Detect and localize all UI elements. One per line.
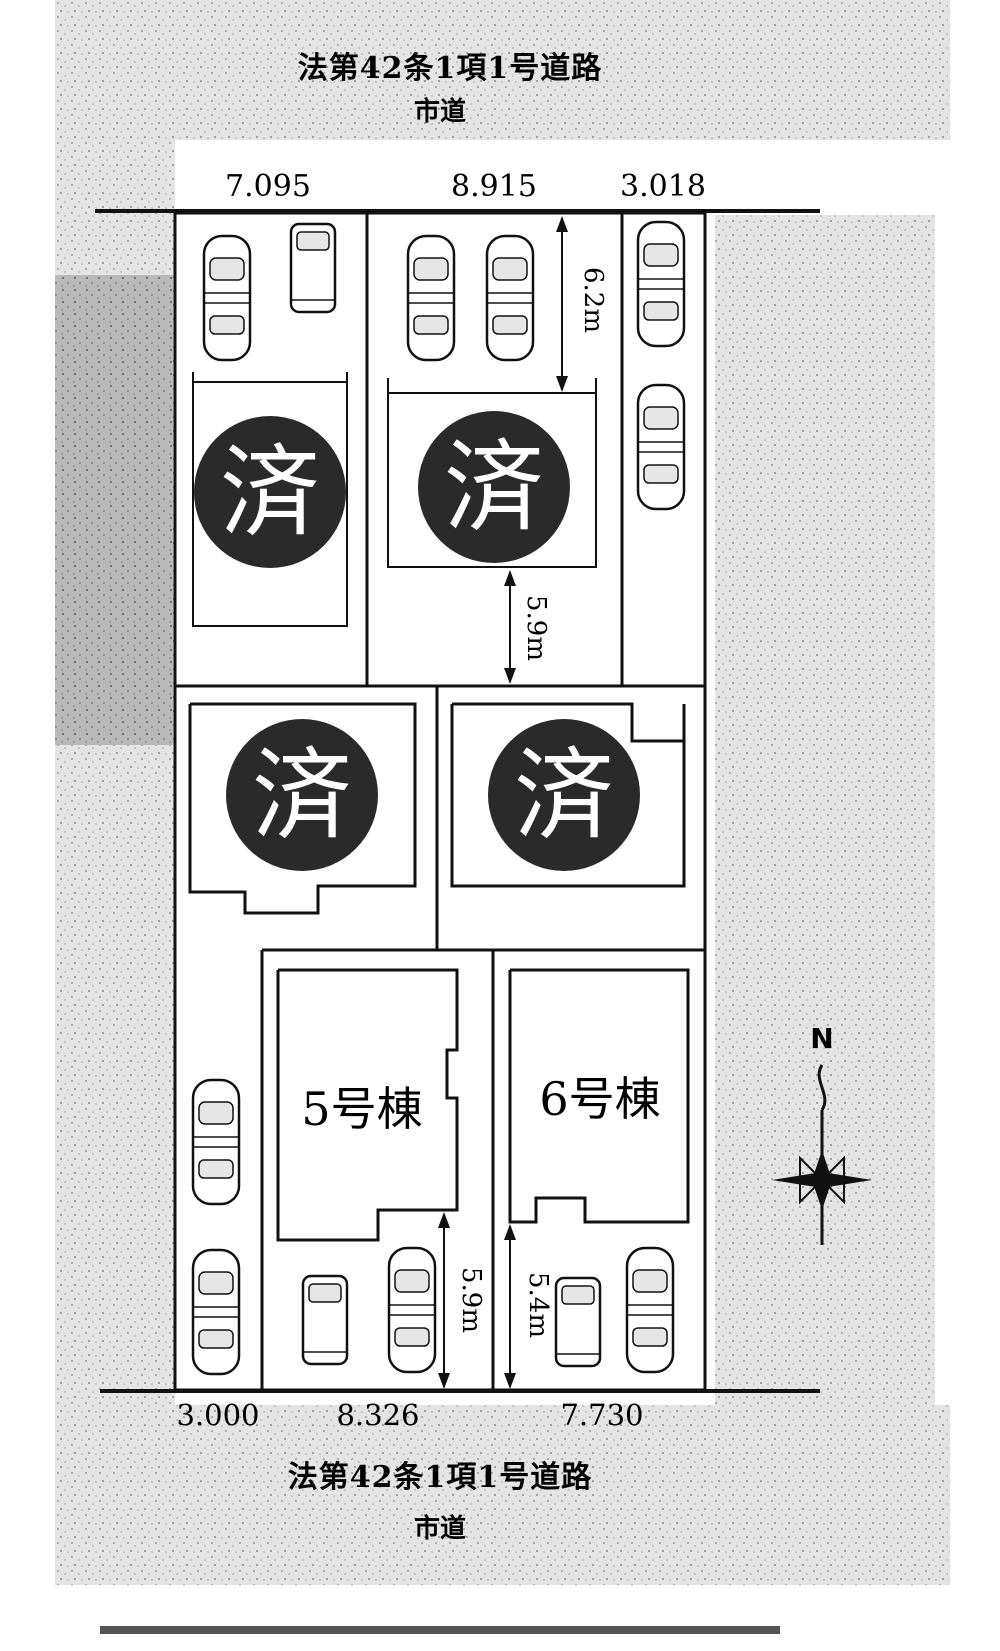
lot-2-sold: 済 6.2m 5.9m [387, 216, 608, 684]
car-icon [191, 1248, 241, 1376]
car-icon [289, 222, 337, 314]
lot-6-label: 6号棟 [539, 1072, 660, 1126]
south-road-subtitle: 市道 [414, 1513, 466, 1544]
lot-5-building: 5号棟 5.9m [276, 968, 486, 1389]
lot-3-sold: 済 [188, 702, 417, 915]
sold-badge-char: 済 [444, 429, 544, 546]
lot-4-sold: 済 [450, 702, 686, 888]
frontage-top-lot-1: 7.095 [225, 169, 311, 204]
car-icon [191, 1078, 241, 1206]
frontage-bottom-lot-6: 7.730 [560, 1398, 643, 1432]
frontage-top-lot-2: 8.915 [451, 169, 537, 204]
frontage-bottom-access: 3.000 [176, 1398, 259, 1432]
car-icon [636, 383, 686, 511]
lot-5-label: 5号棟 [301, 1082, 422, 1136]
lot-6-building: 6号棟 5.4m [504, 968, 690, 1389]
setback-bottom-left: 5.9m [456, 1267, 486, 1333]
compass-north-letter: N [810, 1022, 833, 1055]
lot-boundaries [173, 211, 707, 1392]
setback-middle: 5.9m [521, 595, 551, 661]
lot-1-sold: 済 [192, 222, 348, 627]
setback-top-center: 6.2m [578, 267, 608, 333]
south-road-title: 法第42条1項1号道路 [288, 1460, 593, 1495]
north-compass-icon: N [772, 1022, 872, 1245]
neighbor-west-dark-area [55, 275, 173, 745]
car-icon [485, 234, 535, 362]
sold-badge [488, 719, 640, 871]
car-icon [387, 1246, 437, 1374]
north-road-subtitle: 市道 [414, 96, 466, 127]
frontage-top-access: 3.018 [620, 169, 706, 204]
car-icon [301, 1274, 349, 1366]
car-icon [636, 220, 686, 348]
car-icon [202, 234, 252, 362]
car-icon [554, 1276, 602, 1368]
car-icon [406, 234, 456, 362]
car-icon [625, 1246, 675, 1374]
sold-badge [418, 411, 570, 563]
sold-badge [226, 719, 378, 871]
north-road-title: 法第42条1項1号道路 [298, 51, 603, 86]
sold-badge [194, 416, 346, 568]
sold-badge-char: 済 [252, 737, 352, 854]
bottom-border [100, 1626, 780, 1634]
sold-badge-char: 済 [514, 737, 614, 854]
sold-badge-char: 済 [220, 434, 320, 551]
frontage-bottom-lot-5: 8.326 [336, 1398, 419, 1432]
neighbor-east-area [715, 215, 935, 1405]
neighbor-south-area [55, 1405, 950, 1585]
setback-bottom-right: 5.4m [523, 1272, 553, 1338]
neighbor-north-area [55, 0, 950, 140]
